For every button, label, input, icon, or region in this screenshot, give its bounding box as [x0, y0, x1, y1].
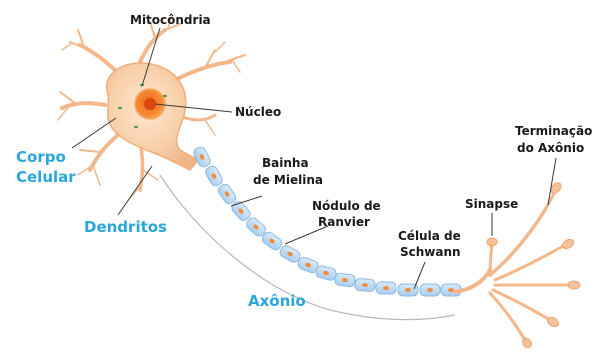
myelin-segment [216, 182, 237, 205]
label-cell-body-line2: Celular [16, 168, 76, 186]
myelin-segment [192, 145, 212, 168]
myelin-segment [315, 265, 337, 281]
nucleolus [144, 98, 156, 110]
myelin-segment [376, 282, 396, 295]
label-axon: Axônio [248, 292, 306, 310]
label-myelin-line1: Bainha [262, 156, 309, 170]
label-ranvier-line1: Nódulo de [312, 199, 381, 213]
label-synapse: Sinapse [465, 197, 518, 211]
myelin-segment [334, 273, 355, 288]
label-dendrites: Dendritos [84, 218, 167, 236]
dendrites-leader [118, 166, 152, 215]
myelin-segment [355, 278, 376, 291]
myelin-segment [204, 164, 224, 187]
label-cell-body-line1: Corpo [16, 148, 66, 166]
myelin-segment [420, 284, 440, 296]
label-terminal-line2: do Axônio [517, 141, 584, 155]
schwann-nucleus [405, 288, 411, 292]
label-schwann-line2: Schwann [400, 245, 461, 259]
label-schwann-line1: Célula de [398, 229, 461, 243]
label-terminal-line1: Terminação [515, 124, 592, 138]
label-mitochondria: Mitocôndria [130, 13, 211, 27]
label-ranvier-line2: Ranvier [318, 215, 370, 229]
schwann-nucleus [427, 288, 433, 292]
label-myelin-line2: de Mielina [253, 173, 323, 187]
myelin-segment [278, 244, 301, 264]
label-nucleus: Núcleo [235, 105, 281, 119]
